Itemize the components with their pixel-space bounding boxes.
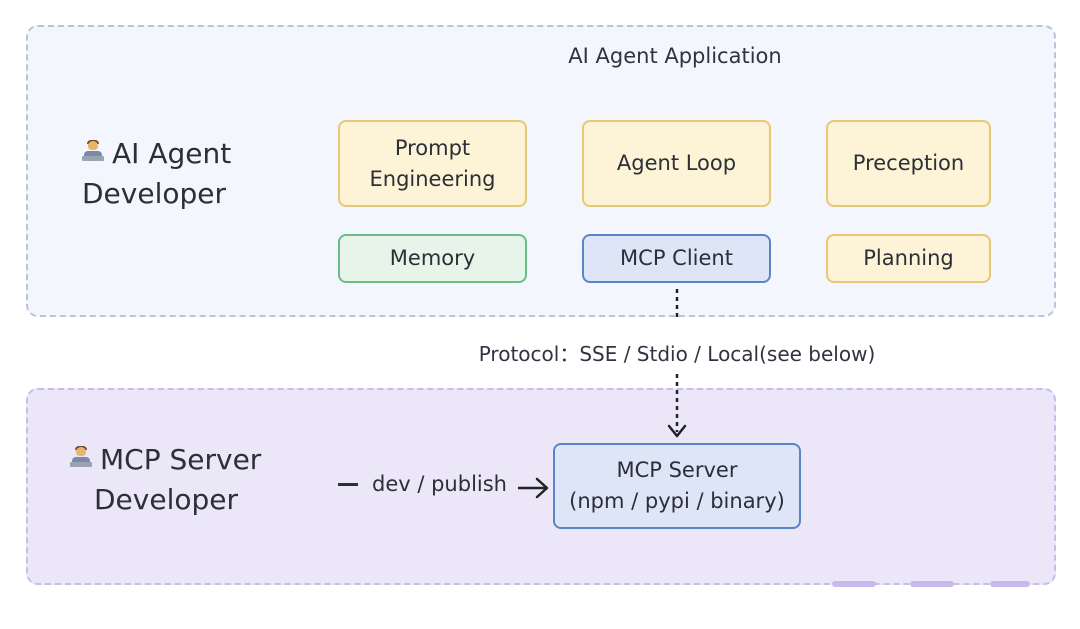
decorative-mark	[832, 581, 876, 587]
preception-label: Preception	[852, 151, 965, 175]
ai-agent-developer-line2: Developer	[82, 177, 227, 210]
dev-publish-dash	[338, 482, 358, 486]
mcp-server-box: MCP Server (npm / pypi / binary)	[553, 443, 801, 529]
protocol-label: Protocol：SSE / Stdio / Local(see below)	[478, 342, 876, 366]
mcp-client-box: MCP Client	[582, 234, 771, 283]
technologist-icon	[70, 446, 92, 468]
memory-box: Memory	[338, 234, 527, 283]
ai-agent-developer-line1: AI Agent	[112, 137, 232, 170]
prompt-engineering-box: Prompt Engineering	[338, 120, 527, 207]
decorative-mark	[990, 581, 1030, 587]
mcp-server-developer-line2: Developer	[94, 483, 239, 516]
dev-publish-label: dev / publish	[372, 472, 507, 496]
ai-agent-developer-label: AI Agent Developer	[82, 134, 231, 214]
mcp-server-developer-label: MCP Server Developer	[70, 440, 261, 520]
mcp-server-line2: (npm / pypi / binary)	[569, 489, 785, 513]
planning-box: Planning	[826, 234, 991, 283]
planning-label: Planning	[863, 246, 954, 270]
mcp-server-developer-line1: MCP Server	[100, 443, 262, 476]
prompt-engineering-line2: Engineering	[369, 166, 496, 191]
dev-publish-connector: dev / publish	[338, 472, 507, 496]
mcp-server-line1: MCP Server	[616, 458, 738, 482]
agent-loop-box: Agent Loop	[582, 120, 771, 207]
memory-label: Memory	[389, 246, 476, 270]
decorative-mark	[910, 581, 954, 587]
ai-agent-application-title: AI Agent Application	[568, 44, 782, 68]
preception-box: Preception	[826, 120, 991, 207]
mcp-client-label: MCP Client	[620, 246, 733, 270]
technologist-icon	[82, 140, 104, 162]
prompt-engineering-line1: Prompt	[394, 135, 471, 160]
agent-loop-label: Agent Loop	[616, 151, 737, 175]
